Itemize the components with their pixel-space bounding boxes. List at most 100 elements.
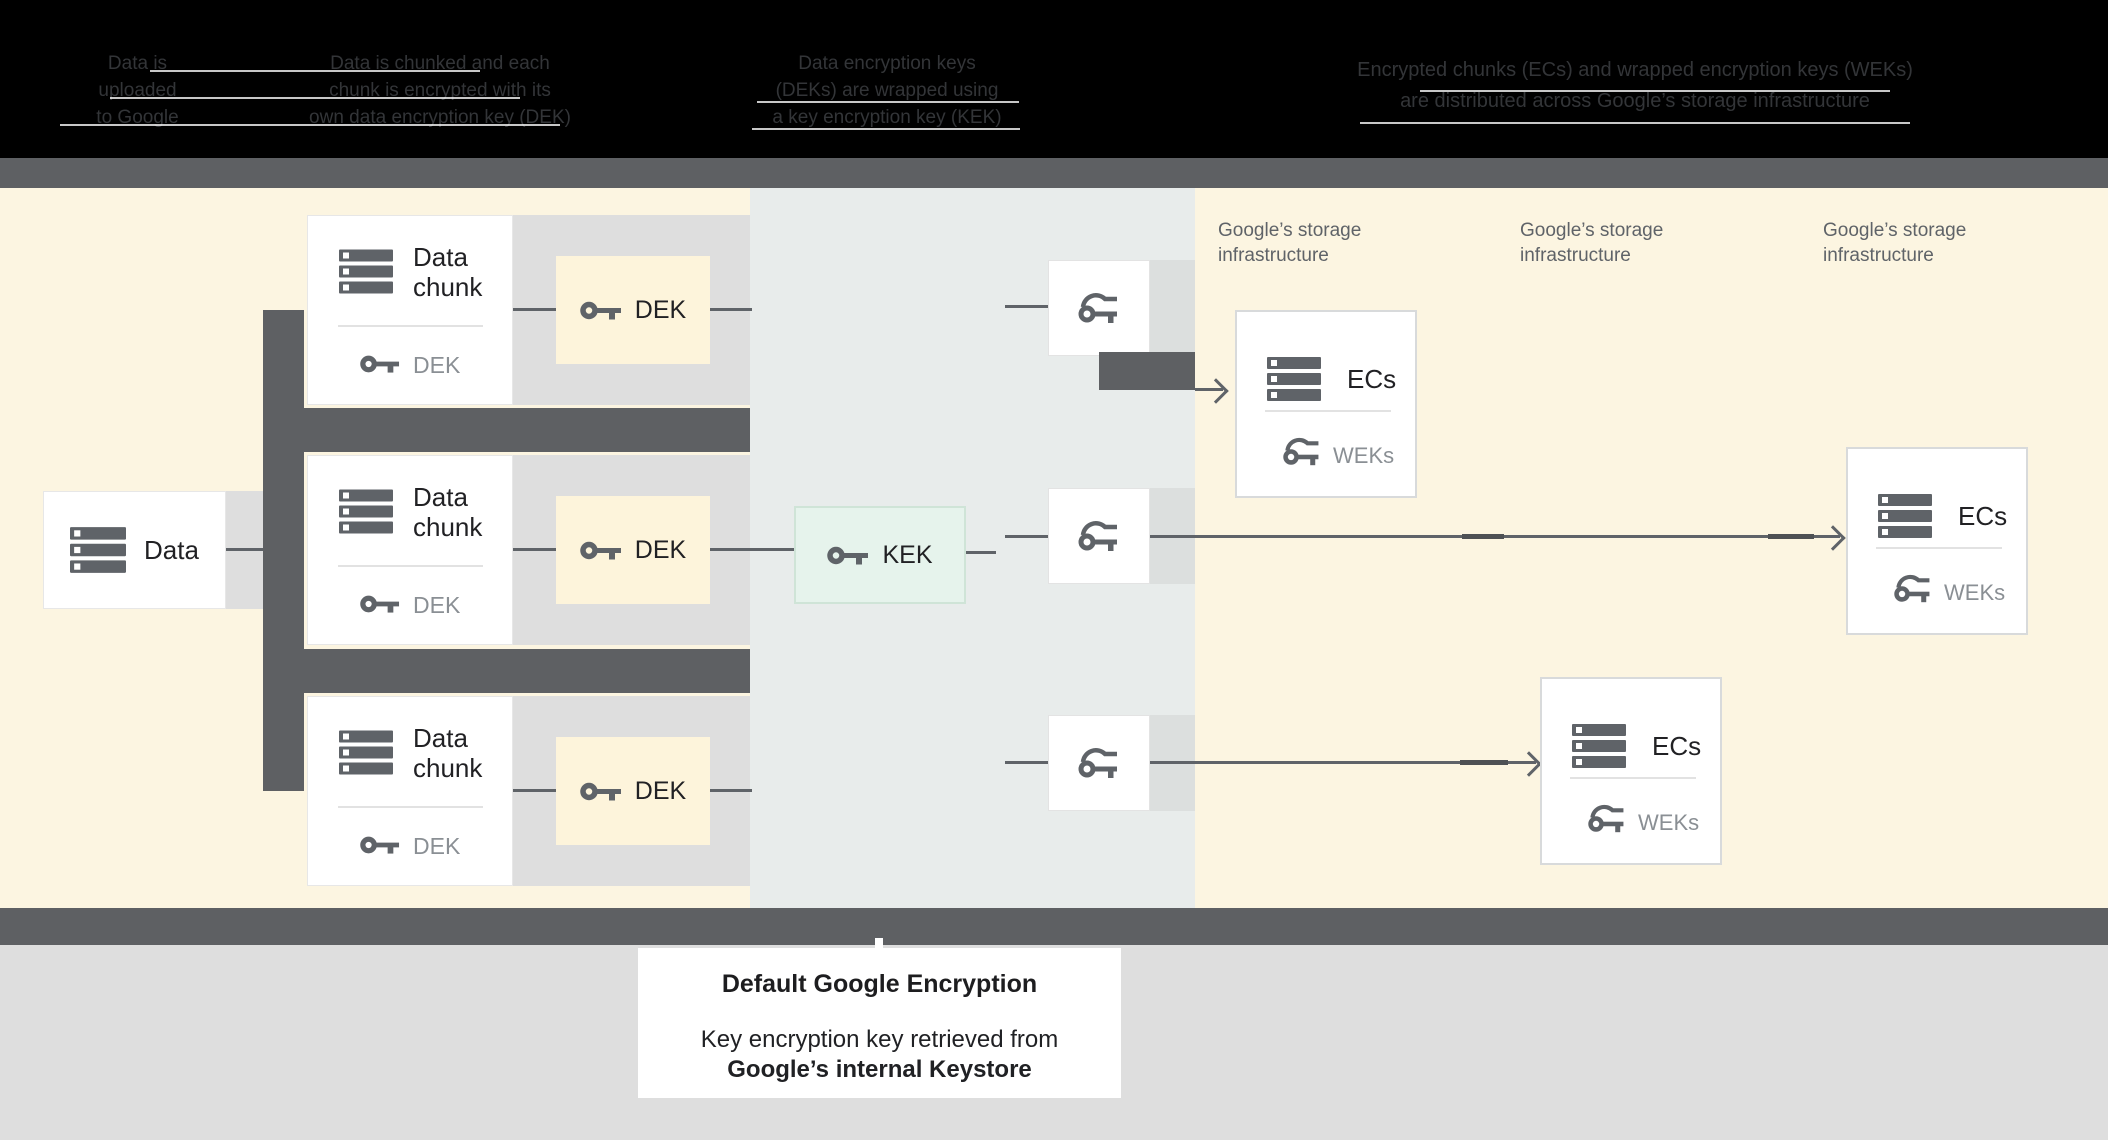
box-divider [1265, 410, 1391, 412]
key-icon [580, 779, 622, 804]
caption-title: Default Google Encryption [721, 970, 1038, 998]
dek-box-2: DEK [556, 496, 710, 604]
ecs-box-label: ECs [1652, 731, 1702, 761]
box-divider [1570, 777, 1696, 779]
connector-line [1005, 305, 1048, 308]
connector-line [513, 548, 556, 551]
key-icon [360, 833, 400, 857]
data-box-label: Data [144, 534, 199, 565]
step-1-text: Data is uploaded to Google [96, 53, 179, 128]
dek-box-label: DEK [634, 535, 687, 564]
chunk-dek-label: DEK [413, 833, 461, 859]
step-2-text: Data is chunked and each chunk is encryp… [309, 53, 571, 128]
dek-box-label: DEK [634, 295, 687, 324]
chunk-dek-label: DEK [413, 352, 461, 378]
header-band: Data is uploaded to Google Data is chunk… [0, 0, 2108, 158]
kek-caption-stub [875, 938, 883, 952]
arrow-overlap-dash [1460, 760, 1508, 765]
key-icon [580, 298, 622, 323]
server-icon [339, 730, 393, 775]
glitch-streak [110, 97, 520, 99]
arrow-overlap-dash [1768, 534, 1814, 539]
wrapped-key-box-2 [1048, 488, 1150, 584]
connector-line [710, 308, 752, 311]
wrapped-key-icon [1892, 573, 1934, 604]
server-icon [70, 527, 127, 573]
server-icon [1878, 493, 1932, 539]
ecs-box-3: ECs WEKs [1540, 677, 1722, 865]
server-icon [1572, 723, 1626, 769]
glitch-streak [752, 128, 1020, 130]
key-icon [580, 538, 622, 563]
weks-label: WEKs [1333, 443, 1395, 468]
branch-connector-horizontal [263, 649, 750, 693]
server-icon [1267, 356, 1321, 402]
key-icon [360, 592, 400, 616]
wrapped-key-box-3 [1048, 715, 1150, 811]
ecs-box-2: ECs WEKs [1846, 447, 2028, 635]
wrapped-key-icon [1076, 519, 1122, 553]
data-connector-line [226, 548, 263, 551]
caption-line-2: Google’s internal Keystore [727, 1056, 1032, 1083]
dek-box-3: DEK [556, 737, 710, 845]
dek-box-1: DEK [556, 256, 710, 364]
ecs-box-label: ECs [1958, 501, 2008, 531]
ecs-box-label: ECs [1347, 364, 1397, 394]
chunk-dek-label: DEK [413, 592, 461, 618]
kek-box-label: KEK [882, 540, 933, 569]
caption-box: Default Google Encryption Key encryption… [638, 948, 1121, 1098]
wrapped-key-icon [1281, 436, 1323, 467]
box-divider [1876, 547, 2002, 549]
ecs-box-1: ECs WEKs [1235, 310, 1417, 498]
top-divider-bar [0, 158, 2108, 188]
branch-connector-horizontal [263, 408, 750, 452]
weks-label: WEKs [1944, 580, 2006, 605]
arrow-line [1150, 761, 1536, 764]
wrapped-key-icon [1076, 746, 1122, 780]
connector-line [710, 789, 752, 792]
step-4-text: Encrypted chunks (ECs) and wrapped encry… [1357, 59, 1913, 112]
glitch-streak [757, 101, 1019, 103]
dek-box-label: DEK [634, 776, 687, 805]
connector-line [1005, 535, 1048, 538]
connector-line [1005, 761, 1048, 764]
connector-line [513, 789, 556, 792]
weks-label: WEKs [1638, 810, 1700, 835]
box-divider [338, 325, 483, 327]
glitch-streak [1420, 90, 1890, 92]
step-3-text: Data encryption keys (DEKs) are wrapped … [772, 53, 1002, 128]
kek-out-line [966, 551, 996, 554]
glitch-streak [150, 70, 480, 72]
server-icon [339, 489, 393, 534]
wrapped-key-icon [1076, 291, 1122, 325]
kek-box: KEK [794, 506, 966, 604]
wrapped-key-box-1 [1048, 260, 1150, 356]
key-icon [360, 352, 400, 376]
server-icon [339, 249, 393, 294]
box-divider [338, 565, 483, 567]
glitch-streak [1360, 122, 1910, 124]
arrow-line [1195, 388, 1223, 391]
wrapped-key-connector-bar [1099, 352, 1195, 390]
keybox-shadow [1150, 260, 1195, 356]
connector-line [513, 308, 556, 311]
data-box: Data [43, 491, 226, 609]
key-icon [827, 543, 869, 568]
arrow-overlap-dash [1462, 534, 1504, 539]
wrapped-key-icon [1586, 803, 1628, 834]
connector-line [710, 548, 794, 551]
box-divider [338, 806, 483, 808]
bottom-divider-bar [0, 908, 2108, 945]
caption-line-1: Key encryption key retrieved from [700, 1026, 1059, 1053]
glitch-streak [60, 124, 560, 126]
